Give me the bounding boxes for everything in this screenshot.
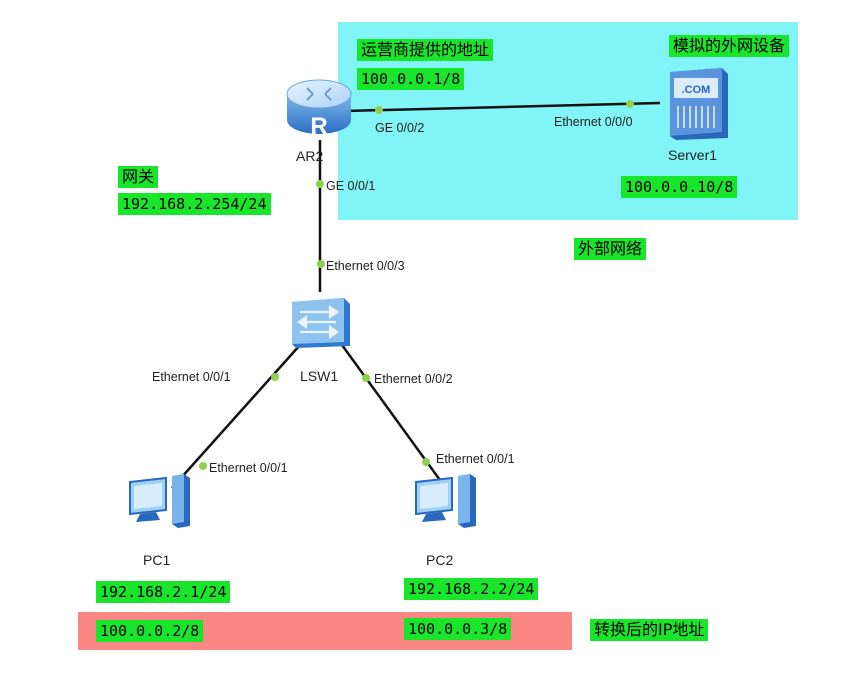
pc-icon[interactable] bbox=[412, 470, 492, 530]
device-name-ar2: AR2 bbox=[296, 148, 324, 164]
port-label-server1-eth000: Ethernet 0/0/0 bbox=[554, 115, 633, 129]
router-glyph: R bbox=[310, 113, 327, 140]
gateway-title: 网关 bbox=[118, 166, 159, 188]
external-network-label: 外部网络 bbox=[574, 238, 647, 260]
server-badge: .COM bbox=[682, 84, 711, 96]
isp-address-ip: 100.0.0.1/8 bbox=[357, 68, 465, 90]
port-label-lsw1-eth001: Ethernet 0/0/1 bbox=[152, 370, 231, 384]
pc1-ip: 192.168.2.1/24 bbox=[96, 581, 231, 603]
pc-icon[interactable] bbox=[126, 470, 206, 530]
port-label-pc2-eth001: Ethernet 0/0/1 bbox=[436, 452, 515, 466]
link-lsw1-pc2 bbox=[340, 344, 447, 488]
pc2-ip: 192.168.2.2/24 bbox=[404, 578, 539, 600]
server-icon[interactable]: .COM bbox=[664, 66, 734, 142]
port-label-lsw1-eth003: Ethernet 0/0/3 bbox=[326, 259, 405, 273]
port-dot bbox=[362, 374, 370, 382]
port-dot bbox=[317, 260, 325, 268]
server1-ip: 100.0.0.10/8 bbox=[621, 176, 738, 198]
port-label-lsw1-eth002: Ethernet 0/0/2 bbox=[374, 372, 453, 386]
external-device-title: 模拟的外网设备 bbox=[669, 35, 790, 57]
device-name-pc2: PC2 bbox=[426, 552, 454, 568]
port-dot bbox=[422, 458, 430, 466]
port-label-ar2-ge002: GE 0/0/2 bbox=[375, 121, 425, 135]
isp-address-title: 运营商提供的地址 bbox=[357, 39, 494, 61]
port-dot bbox=[316, 180, 324, 188]
switch-icon[interactable] bbox=[288, 292, 354, 350]
router-icon[interactable]: R bbox=[285, 74, 353, 140]
port-dot bbox=[375, 106, 383, 114]
pc2-nat-ip: 100.0.0.3/8 bbox=[404, 618, 512, 640]
port-dot bbox=[199, 462, 207, 470]
device-name-pc1: PC1 bbox=[143, 552, 171, 568]
port-label-pc1-eth001: Ethernet 0/0/1 bbox=[209, 461, 288, 475]
link-ar2-server1 bbox=[344, 101, 661, 113]
gateway-ip: 192.168.2.254/24 bbox=[118, 193, 271, 215]
port-label-ar2-ge001: GE 0/0/1 bbox=[326, 179, 376, 193]
device-name-lsw1: LSW1 bbox=[300, 368, 339, 384]
pc1-nat-ip: 100.0.0.2/8 bbox=[96, 620, 204, 642]
link-lsw1-pc1 bbox=[171, 344, 301, 489]
nat-address-label: 转换后的IP地址 bbox=[590, 619, 709, 641]
port-dot bbox=[271, 373, 279, 381]
device-name-server1: Server1 bbox=[668, 147, 718, 163]
port-dot bbox=[626, 100, 634, 108]
